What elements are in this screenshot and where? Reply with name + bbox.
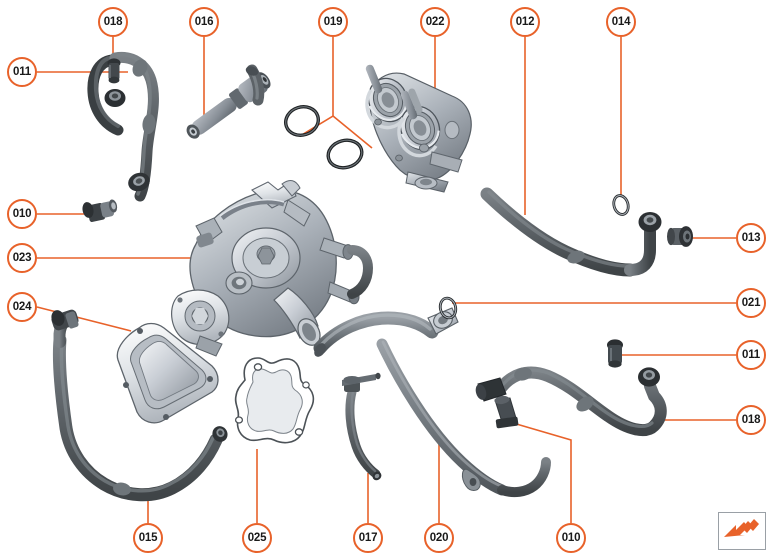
part-012-coolant-hose — [480, 187, 662, 277]
direction-of-travel-legend — [718, 512, 766, 550]
callout-011-right[interactable]: 011 — [736, 340, 766, 370]
callout-011-left[interactable]: 011 — [7, 57, 37, 87]
part-023-water-pump-housing — [171, 180, 374, 357]
part-018-hose-top — [87, 51, 159, 202]
callout-018-top[interactable]: 018 — [98, 7, 128, 37]
part-010-hollow-screw-left — [82, 199, 118, 222]
callout-023[interactable]: 023 — [7, 243, 37, 273]
part-022-throttle-body — [365, 64, 472, 193]
part-020-return-pipe — [313, 307, 551, 498]
part-018-hose-bottom — [475, 366, 667, 437]
callout-012[interactable]: 012 — [510, 7, 540, 37]
forward-arrow-icon — [724, 519, 759, 537]
callout-013[interactable]: 013 — [736, 223, 766, 253]
callout-014[interactable]: 014 — [606, 7, 636, 37]
callout-021[interactable]: 021 — [736, 288, 766, 318]
part-025-gasket — [234, 357, 315, 444]
part-016-probe — [186, 64, 271, 139]
part-011-banjo-bolt-right — [607, 339, 623, 368]
callout-010-left[interactable]: 010 — [7, 199, 37, 229]
part-017-vent-hose — [342, 372, 382, 481]
leader-lines — [36, 37, 736, 523]
part-010-hollow-screw-bottom — [494, 395, 519, 429]
callout-010-bottom[interactable]: 010 — [556, 523, 586, 553]
part-024-cover-plate — [116, 322, 219, 424]
part-015-coolant-pipe — [51, 309, 228, 502]
callout-022[interactable]: 022 — [420, 7, 450, 37]
part-014-sealing-washer — [612, 194, 630, 216]
callout-024[interactable]: 024 — [7, 292, 37, 322]
callout-018-right[interactable]: 018 — [736, 405, 766, 435]
callout-016[interactable]: 016 — [189, 7, 219, 37]
part-021-o-ring — [438, 296, 458, 320]
callout-015[interactable]: 015 — [133, 523, 163, 553]
callout-017[interactable]: 017 — [353, 523, 383, 553]
part-013-banjo-bolt — [667, 226, 693, 247]
callout-020[interactable]: 020 — [424, 523, 454, 553]
callout-025[interactable]: 025 — [242, 523, 272, 553]
part-019-o-rings — [284, 105, 364, 170]
callout-019[interactable]: 019 — [318, 7, 348, 37]
